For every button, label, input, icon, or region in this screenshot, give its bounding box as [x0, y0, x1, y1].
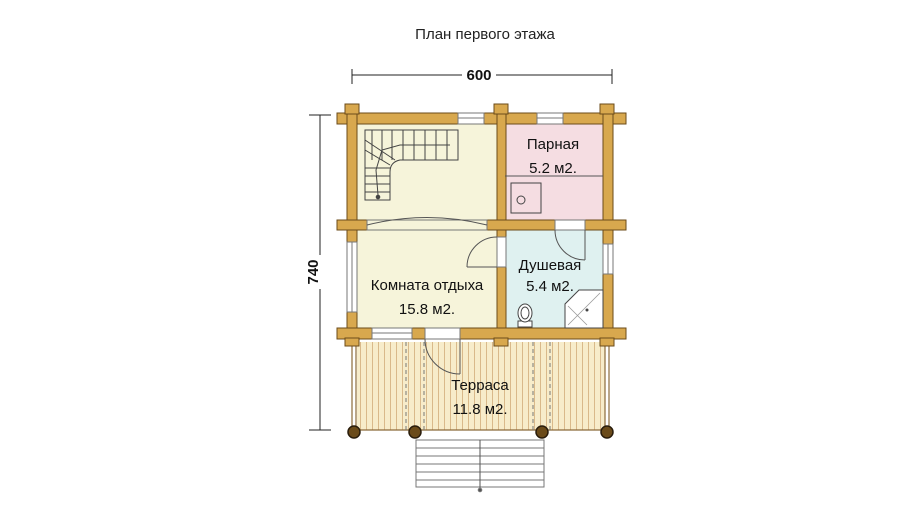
lounge-room-area: 15.8 м2.	[399, 301, 455, 318]
plan-title: План первого этажа	[415, 26, 555, 43]
terrace-name: Терраса	[451, 377, 509, 394]
toilet	[517, 303, 533, 328]
terrace-area: 11.8 м2.	[452, 401, 507, 418]
door-swings	[366, 217, 586, 375]
shower-room-name: Душевая	[519, 257, 582, 274]
width-label: 600	[466, 67, 491, 84]
sauna-stove	[505, 175, 603, 214]
shower-room-area: 5.4 м2.	[526, 278, 574, 295]
lounge-room-name: Комната отдыха	[371, 277, 484, 294]
steam-room-name: Парная	[527, 136, 579, 153]
steam-room-area: 5.2 м2.	[529, 160, 577, 177]
shower-tray	[564, 289, 604, 329]
terrace-posts	[351, 342, 610, 432]
windows	[346, 112, 614, 340]
height-dimension: 740	[304, 114, 331, 431]
terrace-columns	[347, 425, 614, 439]
staircase	[364, 129, 459, 201]
terrace-railing-lines	[405, 342, 551, 430]
terrace-floor	[357, 342, 605, 430]
entry-steps	[415, 439, 545, 493]
height-label: 740	[305, 259, 322, 284]
lounge-floor	[357, 230, 498, 328]
width-dimension: 600	[351, 66, 613, 84]
